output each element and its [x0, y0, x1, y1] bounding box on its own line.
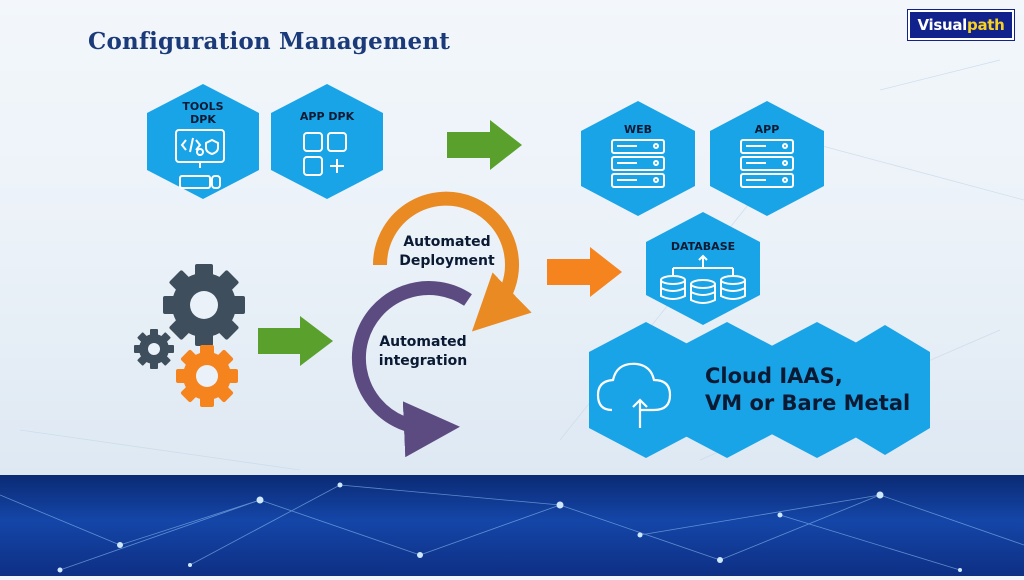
- web-label: WEB: [624, 123, 652, 136]
- orange-arrow-middle: [547, 247, 622, 297]
- gear-icon: [163, 264, 245, 346]
- integration-label-line2: integration: [379, 353, 467, 369]
- code-monitor-icon: [175, 129, 225, 189]
- database-stack-icon: [660, 254, 746, 304]
- cloud-label-line2: VM or Bare Metal: [705, 391, 910, 415]
- database-label: DATABASE: [671, 240, 735, 253]
- tools-dpk-hexagon: TOOLS DPK: [147, 84, 259, 199]
- web-hexagon: WEB: [581, 101, 695, 216]
- deployment-label-line1: Automated: [403, 234, 490, 250]
- cloud-upload-icon: [596, 362, 672, 428]
- integration-label-line1: Automated: [379, 334, 466, 350]
- network-footer-band: [0, 475, 1024, 576]
- green-arrow-top: [447, 120, 522, 170]
- database-hexagon: DATABASE: [646, 212, 760, 325]
- app-dpk-hexagon: APP DPK: [271, 84, 383, 199]
- logo-text-b: path: [967, 16, 1005, 34]
- app-grid-icon: [303, 132, 347, 176]
- tools-label-line2: DPK: [190, 113, 216, 126]
- gear-icon: [176, 345, 238, 407]
- cloud-label-line1: Cloud IAAS,: [705, 364, 843, 388]
- gear-icon: [134, 329, 174, 369]
- app-dpk-label: APP DPK: [300, 110, 355, 123]
- page-title: Configuration Management: [88, 28, 451, 55]
- network-pattern: [0, 482, 1024, 573]
- logo-text-a: Visual: [917, 16, 968, 34]
- app-hexagon: APP: [710, 101, 824, 216]
- green-arrow-bottom: [258, 316, 333, 366]
- deployment-label-line2: Deployment: [399, 253, 495, 269]
- visualpath-logo: Visualpath: [908, 10, 1014, 40]
- deployment-arc-arrow: [372, 191, 532, 332]
- server-rack-icon: [611, 139, 665, 188]
- automated-cycle: Automated Deployment Automated integrati…: [351, 191, 532, 458]
- cloud-hexagon-cluster: Cloud IAAS, VM or Bare Metal: [589, 322, 930, 458]
- tools-label-line1: TOOLS: [182, 100, 223, 113]
- server-rack-icon: [740, 139, 794, 188]
- integration-arc-arrow: [351, 281, 472, 458]
- app-label: APP: [755, 123, 780, 136]
